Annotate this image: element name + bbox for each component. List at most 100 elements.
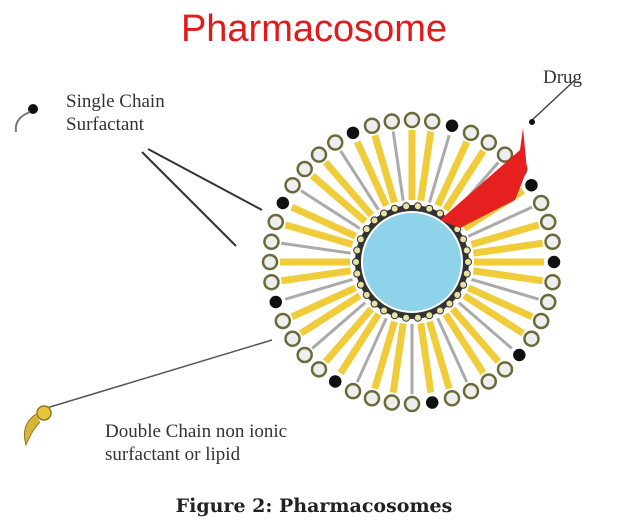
lipid-head [284,330,301,348]
lipid-tail [353,140,390,208]
lipid-head [480,134,498,151]
single-chain-arrow-1 [147,148,263,211]
lipid-head [284,176,301,194]
lipid-tail [467,205,533,238]
lipid-head [363,117,381,135]
lipid-tail [371,320,398,390]
inner-head [370,216,379,225]
lipid-head [363,389,381,407]
inner-head [413,202,422,211]
single-chain-head [513,348,526,362]
lipid-head [310,146,328,163]
single-chain-arrow-2 [141,151,237,247]
single-chain-head [269,295,283,309]
drug-shape [440,128,527,228]
inner-head [436,306,444,315]
lipid-head [496,361,514,378]
double-chain-pointer [39,339,273,411]
lipid-tail [284,278,353,301]
lipid-tail [436,317,469,383]
inner-head [353,269,362,278]
lipid-tail [280,267,352,285]
lipid-tail [426,320,453,390]
lipid-tail [389,322,407,394]
inner-head [390,311,399,320]
lipid-head [403,395,421,413]
lipid-head [296,346,313,364]
inner-head [436,209,444,218]
lipid-head [523,330,540,348]
lipid-tail [337,312,382,375]
inner-head [413,313,422,322]
inner-head [390,204,399,213]
double-chain-label-line1: Double Chain non ionic [105,421,288,442]
lipid-head [496,146,514,163]
lipid-head [544,273,561,291]
inner-head [353,246,362,255]
inner-head [425,204,434,213]
single-chain-head [328,375,342,388]
lipid-head [539,293,557,311]
drug-label: Drug [543,67,583,88]
lipid-tail [322,159,375,218]
inner-head [380,306,388,315]
inner-head [459,235,468,244]
lipid-tail [457,301,513,350]
inner-head [402,313,411,322]
lipid-tail [299,292,362,337]
inner-head [459,280,468,289]
lipid-tail [442,149,487,212]
lipid-tail [442,312,487,375]
inner-head [362,290,371,299]
inner-head [453,290,462,299]
lipid-head [480,373,498,390]
inner-head [356,235,365,244]
inner-head [464,258,472,266]
lipid-tail [417,322,435,394]
single-chain-icon [14,104,38,133]
lipid-head [263,273,280,291]
lipid-tail [311,301,367,350]
diagram-title: Pharmacosome [180,8,448,50]
lipid-head [462,382,480,400]
lipid-head [263,233,280,251]
lipid-head [310,361,328,378]
lipid-head [344,382,362,400]
single-chain-head [276,196,290,210]
lipid-tail [309,172,368,225]
lipid-tail [471,278,540,301]
lipid-tail [434,140,471,208]
lipid-tail [339,150,380,211]
double-chain-icon [23,405,52,447]
lipid-tail [290,203,358,240]
lipid-tail [300,189,361,230]
lipid-tail [391,131,405,201]
lipid-tail [322,306,375,365]
double-chain-label-line2: surfactant or lipid [105,444,241,465]
lipid-head [267,213,285,231]
inner-head [362,225,371,234]
lipid-head [532,312,550,330]
vesicle [261,111,561,413]
lipid-tail [449,306,502,365]
inner-head [370,299,379,308]
drug-pointer [529,79,576,123]
single-chain-head [346,126,360,140]
lipid-tail [470,221,540,248]
inner-head [425,311,434,320]
lipid-tail [466,284,534,321]
lipid-head [532,194,550,212]
lipid-head [403,111,421,129]
lipid-tail [417,130,435,202]
lipid-head [383,394,401,411]
single-chain-head [425,396,439,409]
inner-head [462,246,471,255]
drug-pointer-dot [529,119,535,125]
inner-head [352,258,360,266]
single-chain-head [445,119,459,133]
lipid-tail [428,134,451,203]
lipid-tail [472,239,544,257]
lipid-tail [355,317,388,383]
lipid-tail [472,267,544,285]
